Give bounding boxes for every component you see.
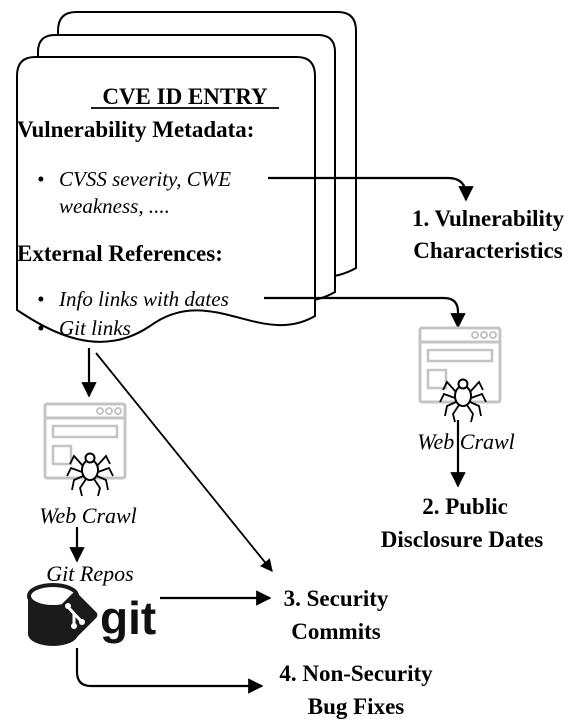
metadata-item-line2: weakness, .... xyxy=(59,194,170,218)
references-heading: External References: xyxy=(17,241,223,266)
document-stack-icon xyxy=(16,11,357,343)
output-security-commits-line2: Commits xyxy=(291,619,380,644)
cve-entry-title: CVE ID ENTRY xyxy=(102,84,268,109)
git-logo-icon xyxy=(52,592,98,638)
document-page-front xyxy=(16,56,316,343)
output-public-disclosure-dates-line1: 2. Public xyxy=(422,494,508,519)
git-logo-text: git xyxy=(100,592,156,644)
spider-icon xyxy=(439,378,487,423)
reference-bullet-2: • xyxy=(37,316,44,340)
reference-item-info-links: Info links with dates xyxy=(58,287,229,311)
reference-bullet-1: • xyxy=(37,287,44,311)
spider-icon xyxy=(66,452,114,497)
metadata-item-line1: CVSS severity, CWE xyxy=(59,167,231,191)
git-repos-label: Git Repos xyxy=(46,561,133,586)
output-vulnerability-characteristics-line2: Characteristics xyxy=(413,238,562,263)
output-security-commits-line1: 3. Security xyxy=(284,586,389,611)
arrow-to-web-crawl-dates xyxy=(264,296,466,329)
arrow-to-security-commits-diagonal xyxy=(95,352,273,572)
reference-item-git-links: Git links xyxy=(59,316,131,340)
arrow-git-to-non-security-fixes xyxy=(75,648,264,694)
output-public-disclosure-dates-line2: Disclosure Dates xyxy=(381,527,544,552)
metadata-bullet: • xyxy=(37,167,44,191)
output-non-security-fixes-line2: Bug Fixes xyxy=(308,694,405,719)
output-vulnerability-characteristics-line1: 1. Vulnerability xyxy=(412,206,565,231)
web-crawl-label-dates: Web Crawl xyxy=(417,429,515,454)
output-non-security-fixes-line1: 4. Non-Security xyxy=(279,661,433,686)
arrow-to-characteristics xyxy=(268,176,474,202)
web-crawl-label-git: Web Crawl xyxy=(39,503,137,528)
metadata-heading: Vulnerability Metadata: xyxy=(17,117,254,142)
